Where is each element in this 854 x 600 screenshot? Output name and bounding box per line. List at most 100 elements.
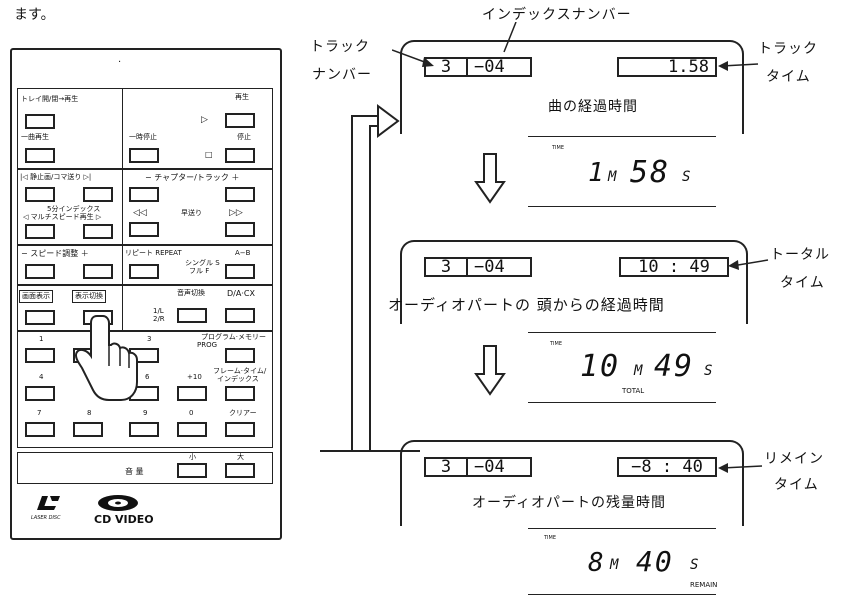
screen-2-minutes: 10 [580,349,621,384]
index-number-pointer [503,22,517,53]
digit-8-label: 8 [87,409,92,417]
screen-1-top-line [528,136,716,137]
laserdisc-logo [37,496,60,510]
program-button[interactable] [225,348,255,363]
screen-1-time-label: TIME [552,145,565,151]
tray-button[interactable] [25,114,55,129]
track-time-label-2: タイム [766,69,811,85]
step-back-button[interactable] [25,187,55,202]
frame-time-button[interactable] [225,386,255,401]
panel-3-remain-time: −8 : 40 [617,457,717,477]
index-label: インデックス [217,375,259,383]
screen-1-bottom-line [528,206,716,207]
clear-button[interactable] [225,422,255,437]
section-speed-repeat [17,244,273,286]
volume-small-label: 小 [189,453,196,461]
panel-1-track-number: 3 [424,57,468,77]
panel-3-track-number: 3 [424,457,468,477]
digit-9-button[interactable] [129,422,159,437]
speed-up-button[interactable] [83,264,113,279]
digit-4-button[interactable] [25,386,55,401]
screen-2-bottom-line [528,402,716,403]
multi-forward-button[interactable] [83,224,113,239]
stop-button[interactable] [225,148,255,163]
five-min-label: 5分インデックス [47,205,101,213]
cdvideo-text: CD VIDEO [94,513,154,526]
still-step-label: |◁ 静止画/コマ送り ▷| [20,173,92,181]
digit-1-label: 1 [39,335,44,343]
panel-3-index-number: −04 [466,457,532,477]
digit-0-label: 0 [189,409,194,417]
clear-label: クリアー [229,409,257,417]
total-time-pointer [728,259,769,270]
digit-6-label: 6 [145,373,150,381]
digit-8-button[interactable] [73,422,103,437]
screen-3-seconds: 40 [636,545,674,578]
section-play [17,88,273,170]
panel-1-index-number: −04 [466,57,532,77]
screen-2-second-unit: S [704,363,715,379]
ab-label: A−B [235,249,251,257]
pause-label: 一時停止 [129,133,157,141]
digit-9-label: 9 [143,409,148,417]
fast-forward-button[interactable] [225,222,255,237]
remote-control [10,48,282,540]
chapter-track-label: − チャプター/トラック ＋ [145,173,240,182]
screen-display-button[interactable] [25,310,55,325]
total-time-label-2: タイム [780,275,825,291]
track-number-label-1: トラック [310,39,370,55]
digit-7-button[interactable] [25,422,55,437]
repeat-label: リピート REPEAT [125,249,182,257]
remain-time-label-2: タイム [774,477,819,493]
display-switch-label: 表示切換 [72,290,106,303]
panel-1-track-time: 1.58 [617,57,717,77]
speed-down-button[interactable] [25,264,55,279]
track-time-pointer [718,61,759,71]
repeat-button[interactable] [129,264,159,279]
digit-4-label: 4 [39,373,44,381]
play-label: 再生 [235,93,249,101]
play-button[interactable] [225,113,255,128]
pause-button[interactable] [129,148,159,163]
section-divider-3 [122,244,123,284]
screen-1-minutes: 1 [588,158,606,188]
section-search [17,168,273,246]
audio-switch-button[interactable] [177,308,207,323]
screen-3-sub-label: REMAIN [690,581,718,589]
panel-3-caption: オーディオパートの残量時間 [472,495,667,511]
digit-1-button[interactable] [25,348,55,363]
speed-adjust-label: − スピード調整 ＋ [21,249,89,258]
chapter-back-button[interactable] [129,187,159,202]
multi-speed-label: ◁ マルチスピード再生 ▷ [23,213,102,221]
chapter-forward-button[interactable] [225,187,255,202]
one-play-button[interactable] [25,148,55,163]
total-time-label-1: トータル [770,247,830,263]
screen-3-minute-unit: M [610,557,621,573]
forward-icon: ▷▷ [229,208,243,218]
laserdisc-text: LASER DISC [31,515,61,521]
rewind-button[interactable] [129,222,159,237]
one-play-label: 一曲再生 [21,133,49,141]
volume-down-button[interactable] [177,463,207,478]
screen-3-time-label: TIME [544,535,557,541]
screen-3-minutes: 8 [588,548,606,578]
panel-1-caption: 曲の経過時間 [548,99,638,115]
intro-text: ます。 [14,7,55,23]
screen-2-minute-unit: M [634,363,645,379]
remain-time-label-1: リメイン [764,451,824,467]
digit-0-button[interactable] [177,422,207,437]
da-cx-button[interactable] [225,308,255,323]
screen-3-second-unit: S [690,557,701,573]
screen-1-seconds: 58 [630,155,671,190]
single-label: シングル S [185,259,220,267]
step-forward-button[interactable] [83,187,113,202]
pointing-hand-icon [74,315,138,401]
ab-button[interactable] [225,264,255,279]
volume-up-button[interactable] [225,463,255,478]
section-volume [17,452,273,484]
screen-1-second-unit: S [682,169,693,185]
track-time-label-1: トラック [758,41,818,57]
multi-back-button[interactable] [25,224,55,239]
plus10-button[interactable] [177,386,207,401]
screen-2-top-line [528,332,716,333]
